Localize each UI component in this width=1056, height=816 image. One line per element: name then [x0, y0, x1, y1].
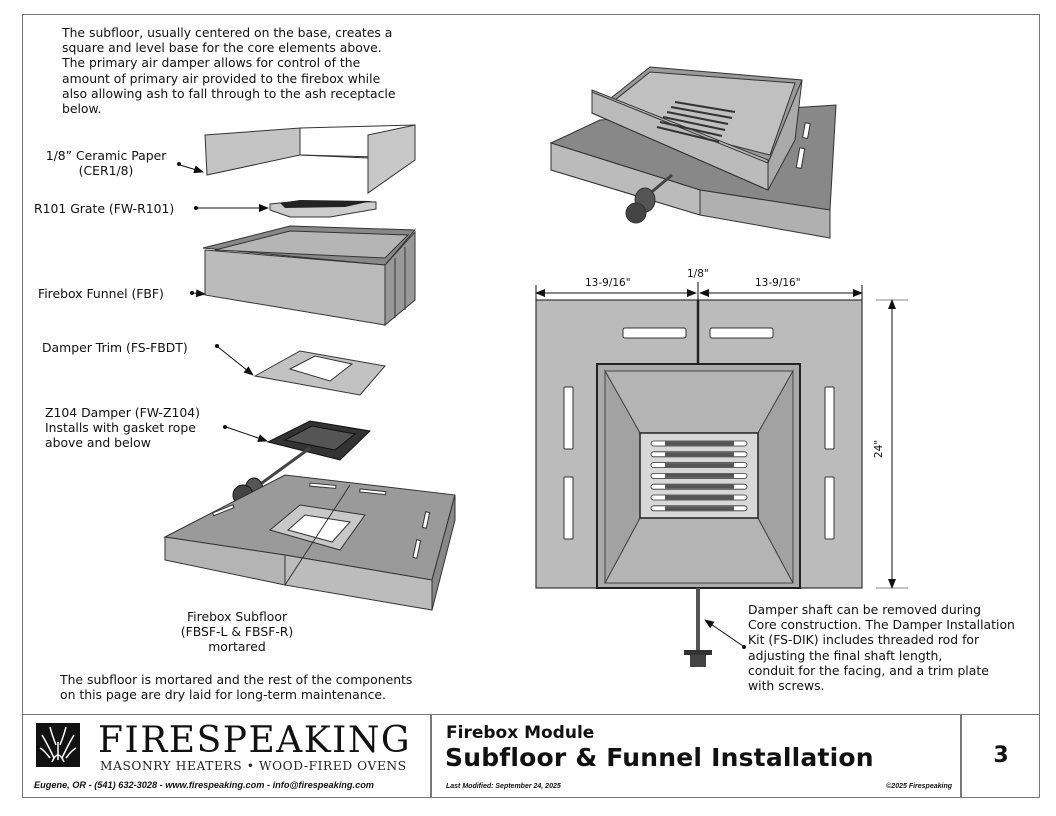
page-number-cell: 3 — [962, 715, 1040, 797]
funnel-leader — [192, 289, 206, 298]
grate-bar — [665, 495, 734, 500]
brand-block: FIRESPEAKING MASONRY HEATERS • WOOD-FIRE… — [22, 715, 430, 797]
grate-bar — [665, 441, 734, 446]
page-number: 3 — [993, 743, 1009, 768]
funnel-drawing — [202, 225, 417, 327]
plan-view-drawing — [535, 299, 863, 667]
grate-drawing — [269, 200, 377, 218]
module-name: Firebox Module — [446, 723, 595, 743]
firespeaking-logo-icon — [36, 723, 80, 767]
assembled-drawing — [549, 66, 837, 239]
intro-paragraph: The subfloor, usually centered on the ba… — [62, 25, 396, 117]
ceramic-paper-leader — [179, 164, 204, 174]
footer-divider — [430, 715, 432, 798]
brand-tagline: MASONRY HEATERS • WOOD-FIRED OVENS — [100, 759, 407, 773]
shaft-note: Damper shaft can be removed during Core … — [748, 602, 1015, 694]
title-cell: Firebox Module Subfloor & Funnel Install… — [432, 715, 960, 797]
page-frame — [22, 14, 1040, 798]
dimension-left-width: 13-9/16" — [585, 277, 631, 289]
title-block: FIRESPEAKING MASONRY HEATERS • WOOD-FIRE… — [22, 714, 1040, 798]
ceramic-paper-drawing — [204, 124, 416, 194]
dimension-right-width: 13-9/16" — [755, 277, 801, 289]
callout-funnel: Firebox Funnel (FBF) — [38, 286, 164, 301]
damper-trim-drawing — [253, 350, 386, 396]
callout-damper: Z104 Damper (FW-Z104) Installs with gask… — [45, 405, 200, 450]
page-title: Subfloor & Funnel Installation — [445, 743, 874, 772]
grate-bar — [665, 463, 734, 468]
grate-bar — [665, 452, 734, 457]
callout-grate: R101 Grate (FW-R101) — [34, 201, 175, 216]
subfloor-drawing — [163, 474, 456, 611]
contact-info: Eugene, OR - (541) 632-3028 - www.firesp… — [34, 780, 374, 790]
grate-bar — [665, 473, 734, 478]
callout-ceramic-paper: 1/8” Ceramic Paper (CER1/8) — [45, 148, 167, 178]
callout-damper-trim: Damper Trim (FS-FBDT) — [42, 340, 188, 355]
dimension-lines — [535, 282, 908, 589]
bottom-note: The subfloor is mortared and the rest of… — [60, 672, 413, 703]
dimension-gap: 1/8" — [687, 268, 709, 280]
damper-trim-leader — [217, 346, 254, 376]
grate-bar — [665, 506, 734, 511]
damper-leader — [225, 426, 268, 442]
copyright: ©2025 Firespeaking — [886, 783, 952, 790]
grate-bar — [665, 484, 734, 489]
dimension-depth: 24" — [873, 439, 886, 459]
shaft-leader — [704, 619, 744, 647]
callout-subfloor: Firebox Subfloor (FBSF-L & FBSF-R) morta… — [180, 609, 294, 654]
footer-divider — [960, 715, 962, 798]
brand-name: FIRESPEAKING — [98, 720, 412, 761]
last-modified: Last Modified: September 24, 2025 — [446, 783, 561, 790]
